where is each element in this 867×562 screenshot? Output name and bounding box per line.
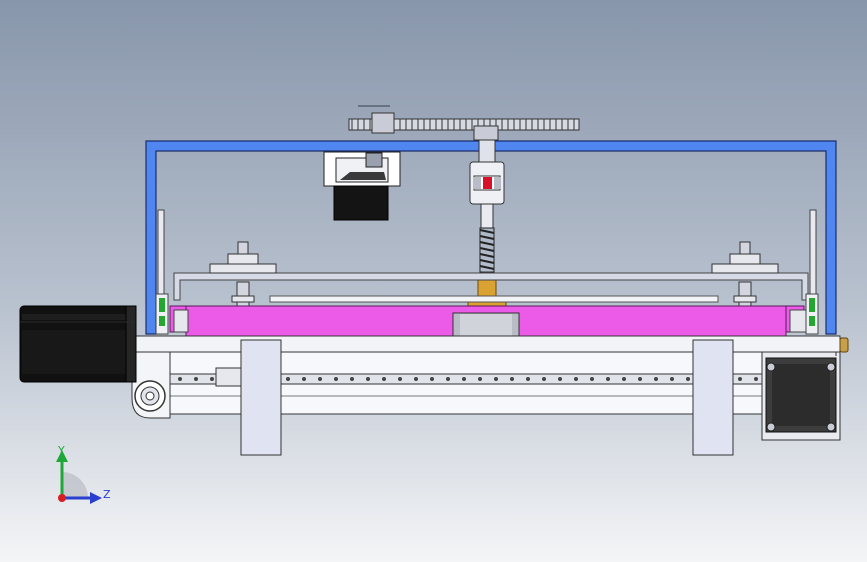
right-side-guide[interactable] xyxy=(789,209,819,335)
lead-screw-spring xyxy=(479,229,495,270)
gear-motor[interactable] xyxy=(323,151,401,221)
magenta-platform[interactable] xyxy=(169,305,805,340)
top-plate xyxy=(269,295,719,303)
coupling-red-ring xyxy=(483,177,492,189)
right-support-leg[interactable] xyxy=(692,339,734,456)
left-bolt-stack[interactable] xyxy=(209,241,277,307)
right-knob xyxy=(839,337,849,353)
lead-screw-assembly[interactable] xyxy=(467,139,507,312)
right-bolt-stack[interactable] xyxy=(711,241,779,307)
axis-triad: Y Z xyxy=(56,444,111,504)
blue-frame[interactable] xyxy=(145,140,837,335)
z-axis-label: Z xyxy=(103,488,111,501)
y-axis-label: Y xyxy=(57,444,65,457)
left-side-guide[interactable] xyxy=(155,209,189,335)
left-end-block[interactable] xyxy=(131,351,171,419)
triad-quadrant xyxy=(62,472,88,498)
linear-rail-base[interactable] xyxy=(133,335,841,415)
left-support-leg[interactable] xyxy=(240,339,282,456)
stepper-motor[interactable] xyxy=(19,305,137,383)
inner-frame[interactable] xyxy=(173,272,809,301)
rail-screw-holes xyxy=(178,377,758,381)
x-axis-dot xyxy=(58,494,66,502)
right-motor[interactable] xyxy=(761,351,841,441)
top-gear[interactable] xyxy=(348,112,580,141)
